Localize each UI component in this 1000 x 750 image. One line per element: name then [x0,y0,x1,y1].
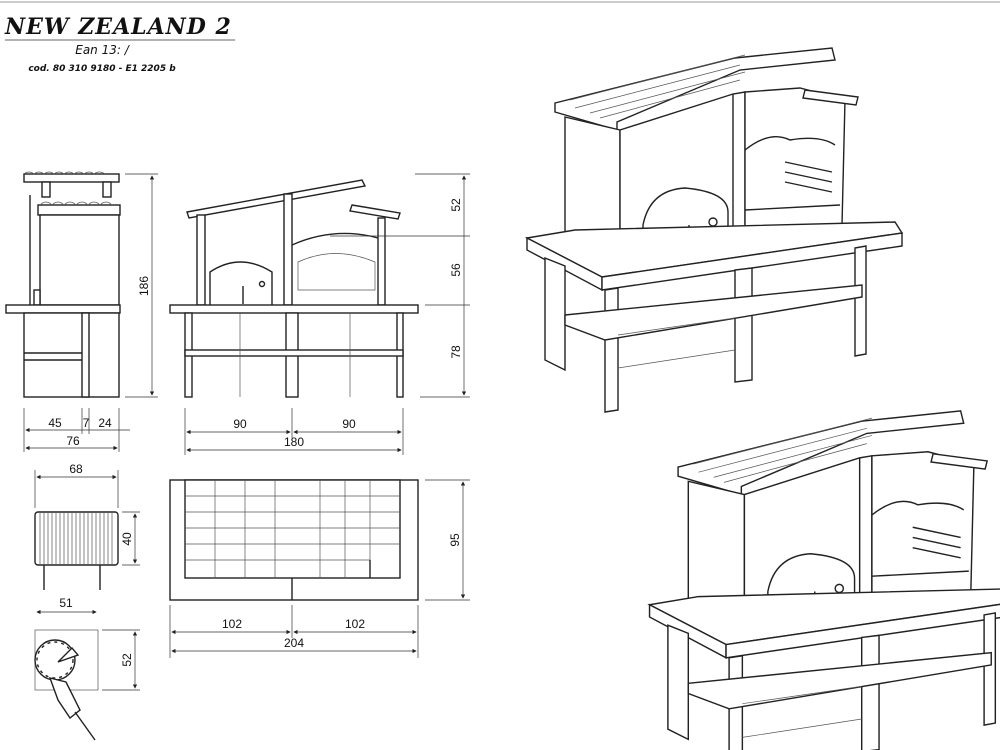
side-total-width-label: 76 [66,434,80,448]
isometric-view-lower [648,410,1000,750]
front-width-label-right: 90 [342,417,356,431]
base-height-label: 78 [449,345,463,359]
front-total-width-label: 180 [284,435,304,449]
side-width-label-2: 7 [83,416,90,430]
side-width-label-1: 45 [48,416,62,430]
side-width-label-3: 24 [98,416,112,430]
grill-leg-span-label: 51 [59,596,73,610]
isometric-view-upper [526,47,903,413]
rotisserie-detail: 52 [34,629,140,741]
side-view: 186 45 7 24 76 [5,171,158,452]
top-view: 95 102 102 204 [169,479,470,658]
top-width-label-left: 102 [222,617,242,631]
front-view: 52 56 78 90 90 180 [169,173,470,455]
grill-width-label: 68 [69,462,83,476]
top-width-label-right: 102 [345,617,365,631]
top-total-width-label: 204 [284,636,304,650]
grill-depth-label: 40 [120,532,134,546]
front-width-label-left: 90 [233,417,247,431]
top-depth-label: 95 [448,533,462,547]
side-height-label: 186 [137,276,151,296]
roof-height-label: 52 [449,198,463,212]
rotisserie-height-label: 52 [120,653,134,667]
ean-code: Ean 13: / [75,43,130,57]
product-code: cod. 80 310 9180 - E1 2205 b [28,64,176,74]
grill-detail: 68 40 51 [34,462,140,615]
drawing-title: NEW ZEALAND 2 [4,14,232,40]
oven-height-label: 56 [449,263,463,277]
